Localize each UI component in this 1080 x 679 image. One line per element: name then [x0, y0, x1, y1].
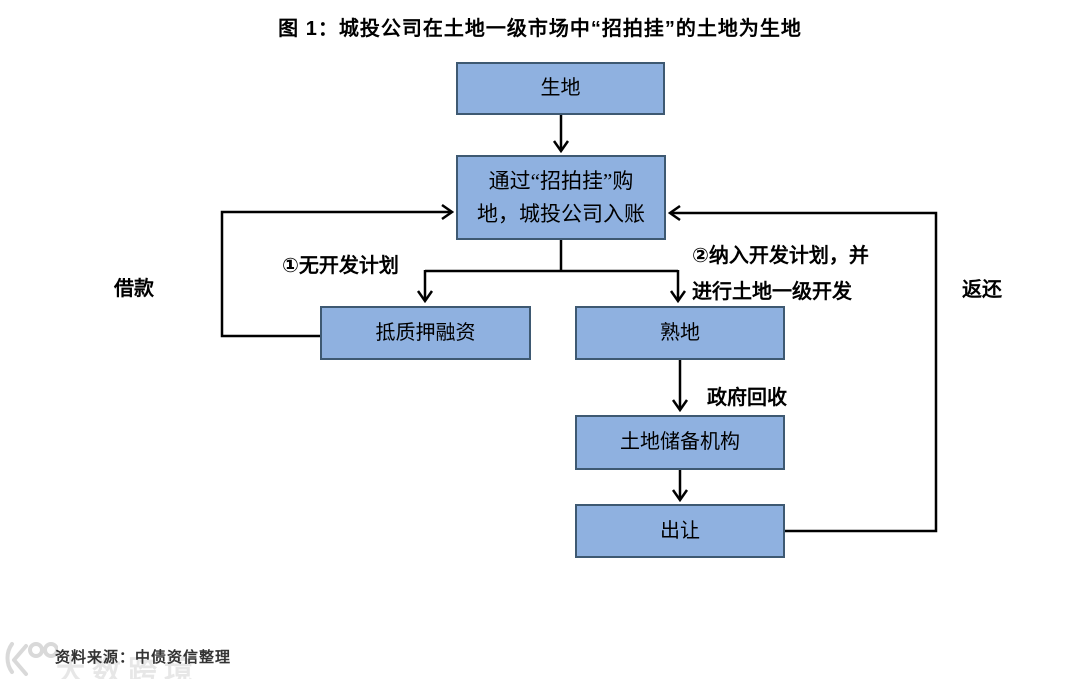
node-raw-land: 生地 — [456, 62, 665, 115]
node-transfer: 出让 — [575, 504, 785, 558]
edge-label-return: 返还 — [962, 279, 1002, 301]
watermark-logo-icon — [5, 642, 58, 676]
node-purchase-line-1: 通过“招拍挂”购 — [488, 168, 634, 193]
node-mortgage-financing-label: 抵质押融资 — [375, 321, 476, 344]
edge-label-borrow: 借款 — [114, 278, 154, 300]
node-purchase-label: 通过“招拍挂”购 地，城投公司入账 — [477, 165, 645, 230]
node-purchase: 通过“招拍挂”购 地，城投公司入账 — [456, 155, 666, 240]
node-raw-land-label: 生地 — [540, 77, 581, 99]
figure-title: 图 1：城投公司在土地一级市场中“招拍挂”的土地为生地 — [278, 18, 802, 40]
node-mature-land: 熟地 — [575, 306, 785, 360]
watermark-text: 大数跨境 — [56, 656, 201, 679]
edge-return-loop — [671, 213, 938, 533]
edge-label-dev-plan-line-2: 进行土地一级开发 — [692, 281, 852, 303]
node-land-reserve-agency: 土地储备机构 — [575, 415, 785, 470]
node-purchase-line-2: 地，城投公司入账 — [477, 201, 645, 226]
node-transfer-label: 出让 — [660, 519, 700, 542]
edge-label-no-dev-plan: ①无开发计划 — [282, 255, 399, 277]
source-note: 资料来源：中债资信整理 — [55, 649, 232, 666]
edge-label-gov-recover: 政府回收 — [707, 387, 787, 409]
edge-label-dev-plan-line-1: ②纳入开发计划，并 — [692, 245, 869, 267]
edge-label-dev-plan: ②纳入开发计划，并 进行土地一级开发 — [692, 238, 869, 310]
node-land-reserve-agency-label: 土地储备机构 — [620, 431, 740, 453]
node-mortgage-financing: 抵质押融资 — [320, 306, 531, 360]
node-mature-land-label: 熟地 — [660, 321, 700, 344]
edge-borrow-loop — [220, 212, 451, 338]
